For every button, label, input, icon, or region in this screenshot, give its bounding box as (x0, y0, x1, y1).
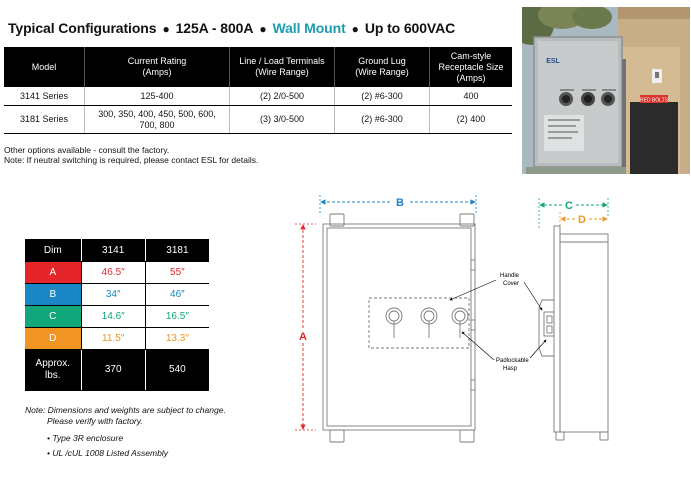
label-b: B (396, 197, 404, 209)
weight-3141: 370 (80, 349, 146, 391)
cell-current: 125-400 (84, 87, 230, 106)
enclosure-front-view (322, 213, 476, 443)
enclosure-drawing: B A C (295, 195, 609, 443)
col-current-rating: Current Rating(Amps) (84, 47, 230, 87)
dim-header-row: Dim 3141 3181 (25, 239, 209, 262)
col-ground-lug: Ground Lug(Wire Range) (334, 47, 430, 87)
dim-header-3141: 3141 (80, 239, 146, 262)
mount-type: Wall Mount (272, 20, 346, 36)
dimension-a: A (295, 223, 316, 431)
weight-label: Approx.lbs. (25, 349, 82, 391)
note-line: Note: If neutral switching is required, … (4, 155, 259, 165)
dim-key-b: B (25, 283, 82, 306)
cell-receptacle: 400 (429, 87, 512, 106)
configuration-table: Model Current Rating(Amps) Line / Load T… (4, 47, 512, 134)
table-row: 3141 Series 125-400 (2) 2/0-500 (2) #6-3… (4, 87, 512, 106)
sign-red (640, 95, 668, 103)
dim-row-d: D 11.5″ 13.3″ (25, 327, 209, 350)
dim-header-3181: 3181 (144, 239, 209, 262)
dimension-b: B (319, 195, 477, 214)
weight-3181: 540 (144, 349, 209, 391)
dim-value-3181: 55″ (144, 261, 209, 284)
dimension-d: D (559, 212, 608, 234)
label-d: D (578, 214, 586, 226)
svg-text:Cover: Cover (503, 281, 519, 287)
cell-terminals: (3) 3/0-500 (229, 105, 335, 134)
feature-bullet: • Type 3R enclosure (47, 433, 124, 443)
table-header-row: Model Current Rating(Amps) Line / Load T… (4, 47, 512, 87)
dimension-c: C (538, 198, 609, 230)
dim-note-line1: Note: Dimensions and weights are subject… (25, 405, 226, 415)
product-photo: RED BOLTS ESL (522, 7, 690, 174)
cell-model: 3141 Series (4, 87, 85, 106)
page-title: Typical Configurations ● 125A - 800A ● Wall … (8, 20, 455, 36)
dim-row-c: C 14.6″ 16.5″ (25, 305, 209, 328)
note-line: Other options available - consult the fa… (4, 145, 170, 155)
dim-value-3181: 13.3″ (144, 327, 209, 350)
table-row: 3181 Series 300, 350, 400, 450, 500, 600… (4, 105, 512, 134)
feature-bullet: • UL /cUL 1008 Listed Assembly (47, 448, 168, 458)
col-model: Model (4, 47, 85, 87)
dim-row-b: B 34″ 46″ (25, 283, 209, 306)
dimensions-table: Dim 3141 3181 A 46.5″ 55″ B 34″ 46″ C 14… (25, 239, 209, 391)
dim-value-3141: 14.6″ (80, 305, 146, 328)
col-line-load-terminals: Line / Load Terminals(Wire Range) (229, 47, 335, 87)
dim-key-c: C (25, 305, 82, 328)
voltage-rating: Up to 600VAC (364, 20, 456, 36)
dim-value-3181: 46″ (144, 283, 209, 306)
cell-terminals: (2) 2/0-500 (229, 87, 335, 106)
callout-handle-cover: Handle Cover (449, 273, 543, 311)
dim-value-3141: 11.5″ (80, 327, 146, 350)
dim-note-line2: Please verify with factory. (47, 416, 143, 426)
dim-key-d: D (25, 327, 82, 350)
svg-text:Hasp: Hasp (503, 366, 518, 372)
dimension-notes: Note: Dimensions and weights are subject… (25, 405, 226, 459)
dim-value-3181: 16.5″ (144, 305, 209, 328)
svg-text:Padlockable: Padlockable (496, 358, 529, 364)
callout-padlockable-hasp: Padlockable Hasp (461, 331, 547, 372)
dim-row-a: A 46.5″ 55″ (25, 261, 209, 284)
dim-value-3141: 46.5″ (80, 261, 146, 284)
dim-header: Dim (25, 239, 82, 262)
bullet-separator: ● (259, 22, 267, 36)
cell-receptacle: (2) 400 (429, 105, 512, 134)
dim-key-a: A (25, 261, 82, 284)
svg-text:ESL: ESL (546, 58, 560, 65)
dim-row-weight: Approx.lbs. 370 540 (25, 349, 209, 391)
bullet-separator: ● (351, 22, 359, 36)
label-c: C (565, 200, 573, 212)
bullet-separator: ● (162, 22, 170, 36)
config-notes: Other options available - consult the fa… (4, 145, 258, 165)
cell-current: 300, 350, 400, 450, 500, 600,700, 800 (84, 105, 230, 134)
cell-model: 3181 Series (4, 105, 85, 134)
cell-ground-lug: (2) #6-300 (334, 87, 430, 106)
svg-text:Handle: Handle (500, 273, 520, 279)
title-text: Typical Configurations (8, 20, 157, 36)
svg-text:RED BOLTS: RED BOLTS (640, 98, 669, 104)
enclosure-side-view (538, 225, 609, 441)
label-a: A (299, 331, 307, 343)
amperage-range: 125A - 800A (175, 20, 254, 36)
cell-ground-lug: (2) #6-300 (334, 105, 430, 134)
dim-value-3141: 34″ (80, 283, 146, 306)
